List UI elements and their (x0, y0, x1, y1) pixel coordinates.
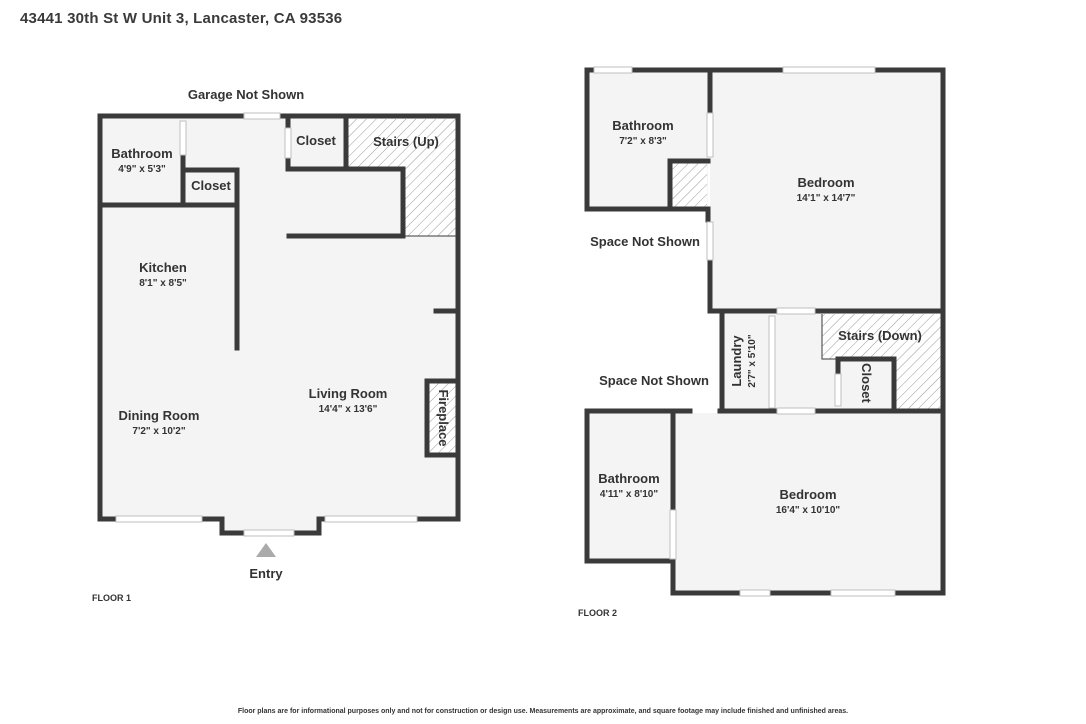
f2-bedroom-bottom-name: Bedroom (779, 487, 836, 502)
f2-stairs-name: Stairs (Down) (838, 328, 922, 343)
floor-1-label: FLOOR 1 (92, 593, 131, 603)
laundry-dims: 2'7" x 5'10" (747, 334, 758, 387)
f2-window-bottom-left (739, 589, 771, 597)
floor-1-fireplace-wall (424, 378, 461, 458)
kitchen-dims: 8'1" x 8'5" (139, 278, 187, 289)
property-address: 43441 30th St W Unit 3, Lancaster, CA 93… (20, 10, 343, 27)
f1-closet-a-name: Closet (296, 133, 336, 148)
f2-linen-hatch (672, 163, 707, 208)
disclaimer-text: Floor plans are for informational purpos… (237, 708, 849, 715)
kitchen-name: Kitchen (139, 260, 187, 275)
f2-stairs-wall (835, 356, 897, 414)
f2-bath-top-door (706, 112, 714, 158)
f1-closet-b-name: Closet (191, 178, 231, 193)
floor-1-bath-door (179, 120, 187, 156)
f2-bathroom-top-name: Bathroom (612, 118, 673, 133)
floor-1: Garage Not Shown Entry FLOOR 1 Bathroom … (92, 87, 461, 603)
f2-bathroom-top-dims: 7'2" x 8'3" (619, 136, 667, 147)
f2-closet-door (834, 373, 842, 407)
floor-1-closet-wall (180, 167, 240, 208)
f2-closet-name: Closet (859, 363, 874, 403)
f1-bathroom-name: Bathroom (111, 146, 172, 161)
living-room-name: Living Room (309, 386, 388, 401)
fireplace-hatch (429, 383, 456, 454)
space-not-shown-1: Space Not Shown (590, 234, 700, 249)
f2-linen-wall (667, 158, 711, 212)
f2-bathroom-bottom-name: Bathroom (598, 471, 659, 486)
f2-bottom-bath-door (669, 509, 677, 560)
f2-bedroom-top-name: Bedroom (797, 175, 854, 190)
floor-1-closet-door (284, 127, 292, 159)
floor-2-label: FLOOR 2 (578, 608, 617, 618)
f2-hall-door-bottom (776, 407, 816, 415)
f1-stairs-name: Stairs (Up) (373, 134, 439, 149)
floor-1-area (100, 116, 458, 533)
floor-1-top-opening (243, 112, 281, 120)
f2-window-bath-top (593, 66, 633, 74)
fireplace-name: Fireplace (436, 389, 451, 446)
floor-1-stairs-wall (286, 166, 406, 239)
f2-stairs-outline (821, 314, 838, 360)
laundry-name: Laundry (729, 335, 744, 387)
f2-window-bed-top (782, 66, 876, 74)
f2-hall-door-top (776, 307, 816, 315)
living-room-dims: 14'4" x 13'6" (319, 404, 378, 415)
f2-laundry-door (768, 315, 776, 409)
f2-bedroom-bottom-area (675, 413, 941, 593)
f2-bathroom-bottom-area (588, 413, 673, 561)
f2-bedroom-bottom-dims: 16'4" x 10'10" (776, 505, 841, 516)
dining-room-dims: 7'2" x 10'2" (132, 426, 185, 437)
space-not-shown-2: Space Not Shown (599, 373, 709, 388)
f2-window-bottom-right (830, 589, 896, 597)
floor-1-window-left (115, 515, 203, 523)
floor-2: FLOOR 2 Space Not Shown Space Not Shown … (578, 66, 946, 618)
f2-bedroom-top-area (710, 71, 941, 311)
stairs-up-hatch (348, 119, 456, 236)
entry-label: Entry (249, 566, 283, 581)
entry-arrow-icon (256, 543, 276, 557)
garage-not-shown-label: Garage Not Shown (188, 87, 304, 102)
stairs-down-hatch (822, 314, 941, 410)
f2-bathroom-bottom-dims: 4'11" x 8'10" (600, 489, 658, 500)
f2-bedroom-top-dims: 14'1" x 14'7" (797, 193, 856, 204)
dining-room-name: Dining Room (119, 408, 200, 423)
floor-1-window-right (324, 515, 418, 523)
floor-1-entry-door (243, 529, 295, 537)
f2-top-left-wall (584, 67, 711, 223)
f1-bathroom-dims: 4'9" x 5'3" (118, 164, 166, 175)
f2-opening-space (706, 221, 714, 261)
